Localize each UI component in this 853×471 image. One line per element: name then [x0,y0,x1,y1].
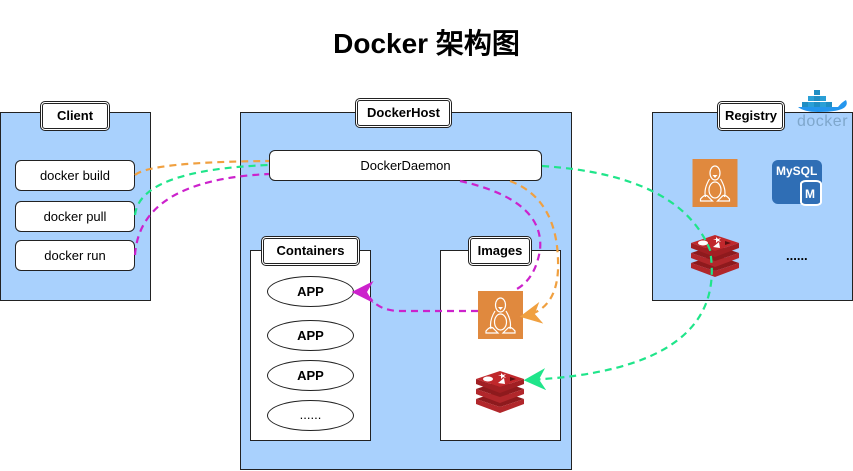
docker-logo-icon [798,90,847,112]
run-flow-image-container [351,281,478,313]
registry-label: Registry [717,101,785,131]
build-flow-client-daemon [134,159,270,176]
pull-flow-client-daemon [133,163,270,216]
registry-panel [652,112,853,301]
build-flow-daemon-image [509,179,560,324]
containers-label: Containers [261,236,360,266]
docker-pull-command[interactable]: docker pull [15,201,135,232]
registry-redis-icon[interactable] [689,233,741,279]
client-label: Client [40,101,110,131]
diagram-title: Docker 架构图 [333,28,520,59]
linux-image-icon[interactable] [478,291,523,339]
docker-host-label: DockerHost [355,98,452,128]
registry-linux-icon[interactable] [692,159,738,207]
container-app-2[interactable]: APP [267,320,354,351]
docker-run-command[interactable]: docker run [15,240,135,271]
docker-daemon[interactable]: DockerDaemon [269,150,542,181]
container-app-1[interactable]: APP [267,276,354,307]
registry-more: ...... [786,248,808,263]
redis-image-icon[interactable] [474,369,526,415]
container-app-3[interactable]: APP [267,360,354,391]
docker-brand-text: docker [797,113,849,130]
registry-mysql-icon[interactable]: MySQL M [772,160,824,206]
images-label: Images [468,236,532,266]
container-more[interactable]: ...... [267,400,354,431]
run-flow-daemon-image [459,179,542,291]
mysql-label: MySQL [776,164,818,178]
mysql-badge: M [805,187,815,201]
run-flow-client-daemon [133,172,270,256]
pull-flow-daemon-registry [523,164,713,391]
docker-build-command[interactable]: docker build [15,160,135,191]
